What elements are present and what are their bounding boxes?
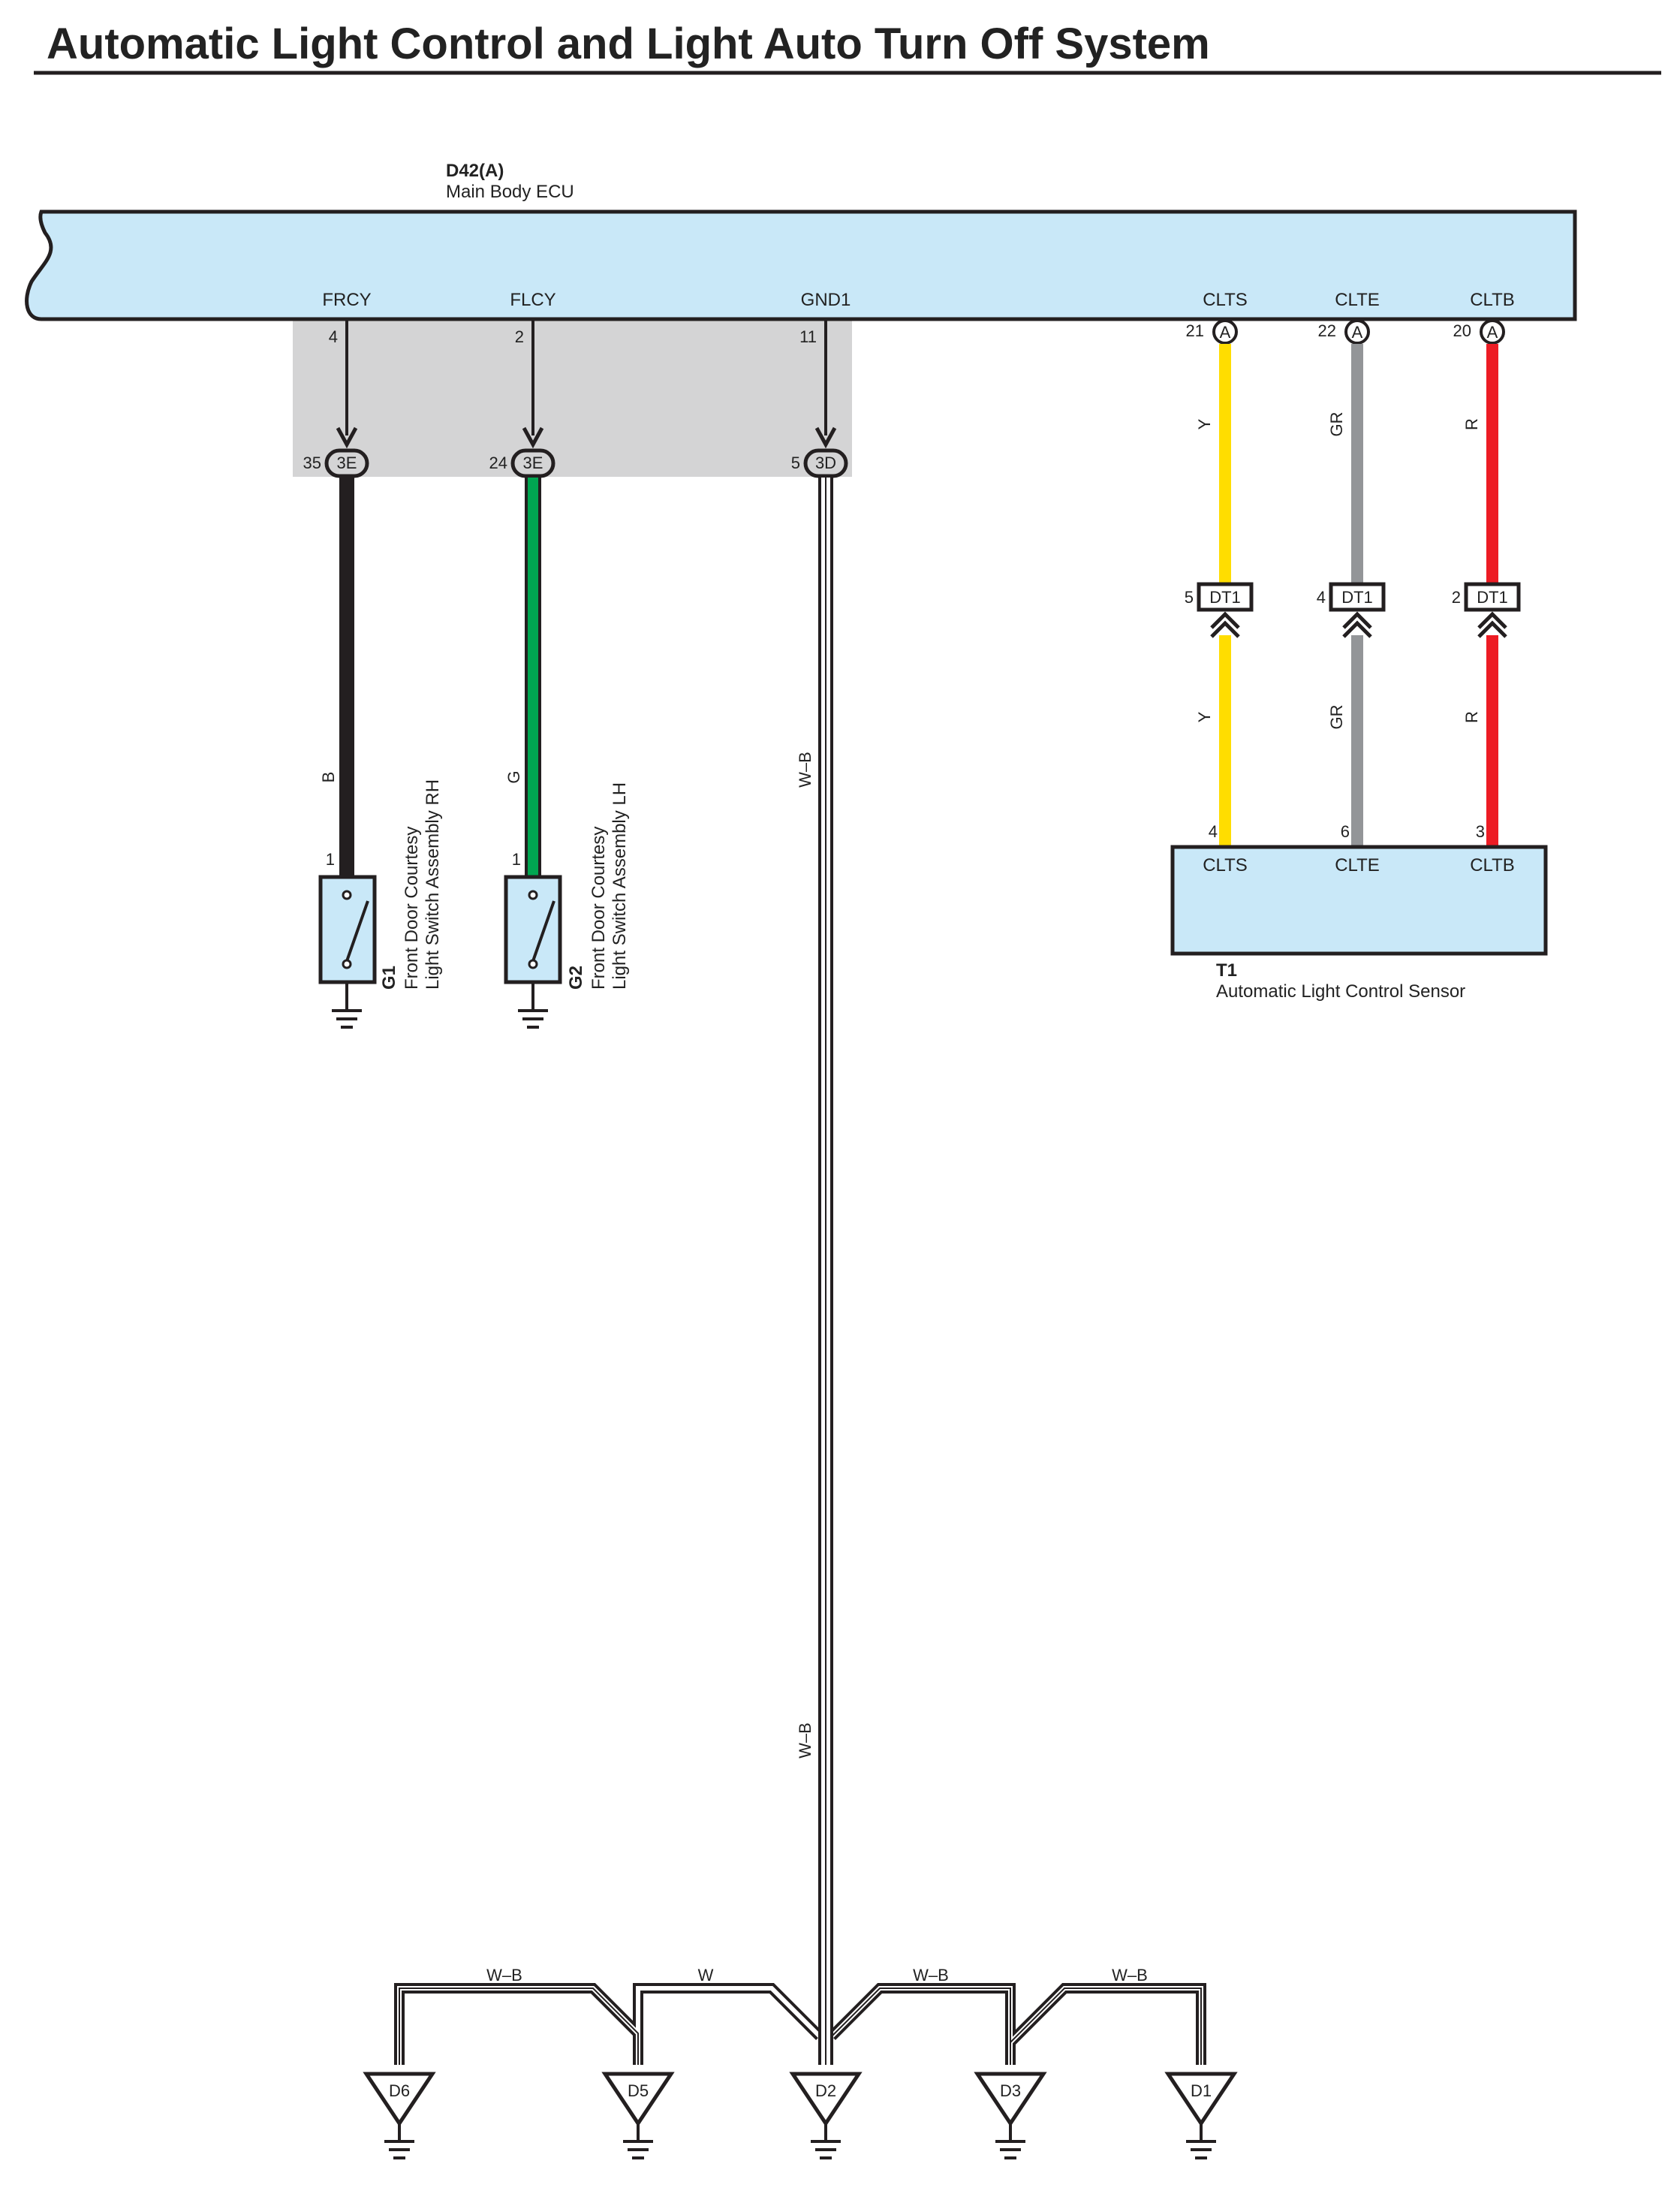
svg-text:3D: 3D xyxy=(815,454,836,472)
junction-pin-35: 35 xyxy=(303,454,321,472)
svg-text:A: A xyxy=(1220,323,1231,342)
wire-label-gr-upper: GR xyxy=(1327,412,1346,437)
ground-point-d6: D6 xyxy=(363,2072,436,2159)
ecu-pin-clts: 21 xyxy=(1186,321,1204,340)
ecu-code: D42(A) xyxy=(446,161,504,181)
sensor-pin-cltb: 3 xyxy=(1476,822,1485,841)
connector-dt1-r: DT1 xyxy=(1464,582,1521,638)
sensor-name: Automatic Light Control Sensor xyxy=(1216,981,1465,1002)
wire-label-y-lower: Y xyxy=(1195,711,1214,722)
junction-arrow-gnd1 xyxy=(814,319,837,449)
switch-g2-code: G2 xyxy=(566,966,586,990)
ecu-pin-frcy: 4 xyxy=(329,327,338,346)
ecu-connector-a-cltb: A xyxy=(1480,319,1505,345)
page-title: Automatic Light Control and Light Auto T… xyxy=(47,20,1210,68)
wire-label-r-upper: R xyxy=(1462,418,1481,430)
svg-text:DT1: DT1 xyxy=(1477,588,1508,607)
connector-dt1-r-pin: 2 xyxy=(1452,588,1461,607)
svg-text:D5: D5 xyxy=(628,2081,649,2100)
ecu-terminal-gnd1: GND1 xyxy=(801,290,851,310)
wire-label-w-b-upper: W–B xyxy=(796,752,814,788)
junction-connector-35: 3E xyxy=(324,448,369,478)
connector-dt1-y-pin: 5 xyxy=(1185,588,1194,607)
wire-label-gr-lower: GR xyxy=(1327,705,1346,730)
wire-label-b: B xyxy=(319,772,338,783)
sensor-pin-clts: 4 xyxy=(1209,822,1218,841)
junction-block xyxy=(293,319,852,477)
wire-r xyxy=(1486,344,1498,845)
ecu-pin-cltb: 20 xyxy=(1453,321,1471,340)
junction-connector-24: 3E xyxy=(510,448,555,478)
connector-dt1-gr-pin: 4 xyxy=(1317,588,1326,607)
wire-b xyxy=(339,478,354,877)
switch-g1-code: G1 xyxy=(379,966,399,990)
wire-g xyxy=(525,478,541,877)
ecu-connector-a-clts: A xyxy=(1212,319,1238,345)
ecu-name: Main Body ECU xyxy=(446,182,574,202)
svg-text:3E: 3E xyxy=(523,454,543,472)
switch-g2-name-line2: Light Switch Assembly LH xyxy=(610,782,630,990)
ecu-body xyxy=(25,209,1577,321)
wire-label-w-b-lower: W–B xyxy=(796,1722,814,1759)
junction-arrow-frcy xyxy=(336,319,358,449)
wire-label-y-upper: Y xyxy=(1195,418,1214,429)
connector-dt1-y: DT1 xyxy=(1197,582,1254,638)
wire-gr xyxy=(1351,344,1363,845)
ground-bus-label-2: W xyxy=(698,1966,714,1985)
ecu-pin-flcy: 2 xyxy=(515,327,524,346)
junction-pin-5: 5 xyxy=(791,454,800,472)
connector-dt1-gr: DT1 xyxy=(1329,582,1386,638)
switch-g1-pin: 1 xyxy=(326,850,335,869)
svg-text:A: A xyxy=(1352,323,1363,342)
ground-point-d1: D1 xyxy=(1164,2072,1238,2159)
wire-label-g: G xyxy=(504,770,523,783)
junction-connector-5: 3D xyxy=(803,448,848,478)
ground-bus xyxy=(394,1983,1206,2065)
svg-text:D3: D3 xyxy=(1000,2081,1021,2100)
ground-point-d2: D2 xyxy=(789,2072,863,2159)
ground-point-d3: D3 xyxy=(974,2072,1047,2159)
switch-g2 xyxy=(504,875,562,1029)
svg-text:DT1: DT1 xyxy=(1341,588,1373,607)
sensor-body xyxy=(1170,845,1548,956)
svg-text:DT1: DT1 xyxy=(1209,588,1241,607)
switch-g2-name-line1: Front Door Courtesy xyxy=(589,827,609,990)
junction-pin-24: 24 xyxy=(489,454,507,472)
ecu-connector-a-clte: A xyxy=(1344,319,1370,345)
sensor-terminal-cltb: CLTB xyxy=(1470,855,1515,875)
switch-g1 xyxy=(318,875,377,1029)
ecu-terminal-flcy: FLCY xyxy=(510,290,555,310)
ecu-pin-clte: 22 xyxy=(1318,321,1336,340)
ecu-pin-gnd1: 11 xyxy=(799,327,817,346)
ecu-terminal-cltb: CLTB xyxy=(1470,290,1515,310)
ground-point-d5: D5 xyxy=(601,2072,675,2159)
wire-label-r-lower: R xyxy=(1462,711,1481,723)
svg-text:D1: D1 xyxy=(1191,2081,1212,2100)
svg-text:A: A xyxy=(1487,323,1498,342)
switch-g1-name-line2: Light Switch Assembly RH xyxy=(423,779,443,990)
ecu-terminal-clte: CLTE xyxy=(1335,290,1380,310)
ground-bus-label-3: W–B xyxy=(913,1966,949,1985)
ecu-terminal-frcy: FRCY xyxy=(322,290,371,310)
switch-g1-name-line1: Front Door Courtesy xyxy=(402,827,422,990)
ground-bus-label-1: W–B xyxy=(486,1966,522,1985)
ecu-terminal-clts: CLTS xyxy=(1203,290,1248,310)
svg-text:3E: 3E xyxy=(337,454,357,472)
wire-y xyxy=(1219,344,1231,845)
sensor-terminal-clte: CLTE xyxy=(1335,855,1380,875)
junction-arrow-flcy xyxy=(522,319,544,449)
ground-bus-label-4: W–B xyxy=(1112,1966,1148,1985)
sensor-pin-clte: 6 xyxy=(1341,822,1350,841)
svg-text:D2: D2 xyxy=(815,2081,836,2100)
sensor-code: T1 xyxy=(1216,960,1237,981)
svg-text:D6: D6 xyxy=(389,2081,410,2100)
sensor-terminal-clts: CLTS xyxy=(1203,855,1248,875)
switch-g2-pin: 1 xyxy=(512,850,521,869)
wire-w-b-main xyxy=(818,478,833,2002)
